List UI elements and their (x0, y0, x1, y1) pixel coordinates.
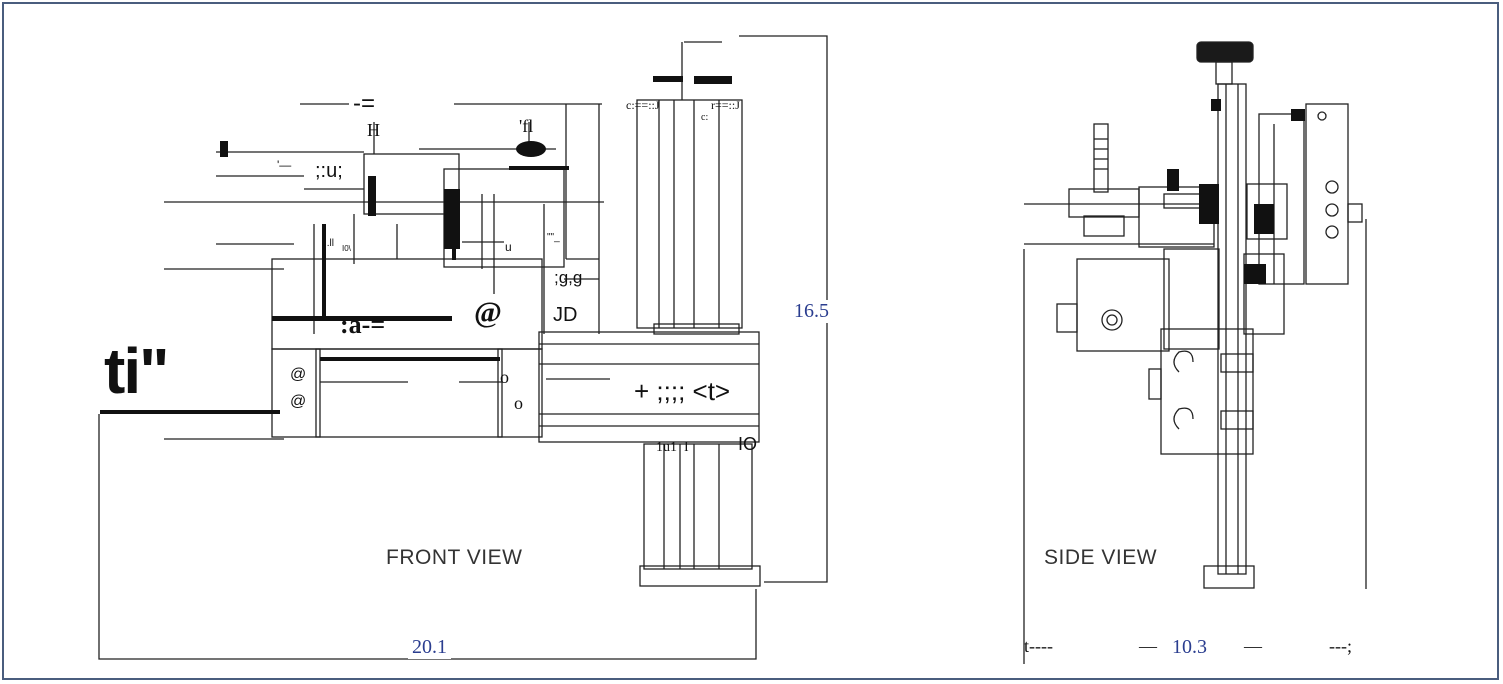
fragment-label: I0\ (342, 244, 351, 253)
side-view-label: SIDE VIEW (1044, 546, 1158, 569)
rail-block-lower (1160, 328, 1254, 455)
fragment-label: u (505, 240, 512, 254)
fragment-label: IO (738, 434, 758, 454)
fragment-label: JD (553, 304, 578, 326)
adjustment-knob (1196, 41, 1254, 63)
side-plate (1305, 103, 1349, 285)
side-dim-left-dash: — (1139, 636, 1157, 656)
fragment-label: + ;;;; <t> (634, 376, 731, 406)
fragment-label: 'fl (519, 116, 534, 136)
front-width-dimension: 20.1 (408, 636, 451, 659)
fragment-label: H (367, 120, 380, 140)
side-dim-right-dash: — (1244, 636, 1262, 656)
fragment-label: @ (290, 393, 307, 410)
fragment-label: ;g,g (554, 268, 583, 287)
fragment-label: o (500, 367, 509, 387)
motor-housing (1076, 258, 1170, 352)
fragment-label: o (514, 393, 523, 413)
side-dim-right-mark: ---; (1329, 636, 1352, 656)
column-top-block (636, 99, 743, 329)
front-view-label: FRONT VIEW (386, 546, 523, 569)
fragment-label: I (684, 440, 689, 455)
side-dim-left-mark: t---- (1024, 636, 1053, 656)
main-beam (538, 331, 760, 443)
fragment-label: '— (277, 158, 292, 172)
fragment-label: -= (353, 90, 376, 117)
fragment-label: 1u1 (656, 440, 677, 455)
fragment-large: ti" (104, 335, 169, 407)
fragment-label: ;:u; (315, 160, 343, 182)
fragment-label: @ (290, 366, 307, 383)
fragment-label: c: (701, 112, 709, 123)
fragment-label: c:==::J (626, 98, 660, 112)
column-base-plate (639, 565, 761, 587)
fragment-label: ""_ (547, 232, 560, 243)
fragment-label: @ (474, 296, 502, 329)
column-bottom-block (643, 443, 753, 570)
side-width-dimension: 10.3 (1168, 636, 1211, 659)
front-view-drawing (98, 35, 1367, 664)
front-width-dimension-line (98, 414, 757, 660)
front-height-dimension: 16.5 (790, 300, 833, 323)
fragment-label: :a-= (340, 310, 386, 339)
fragment-label: ..ll (324, 238, 334, 249)
fragment-label: r==::J (711, 98, 740, 112)
side-view-drawing (1023, 41, 1367, 664)
